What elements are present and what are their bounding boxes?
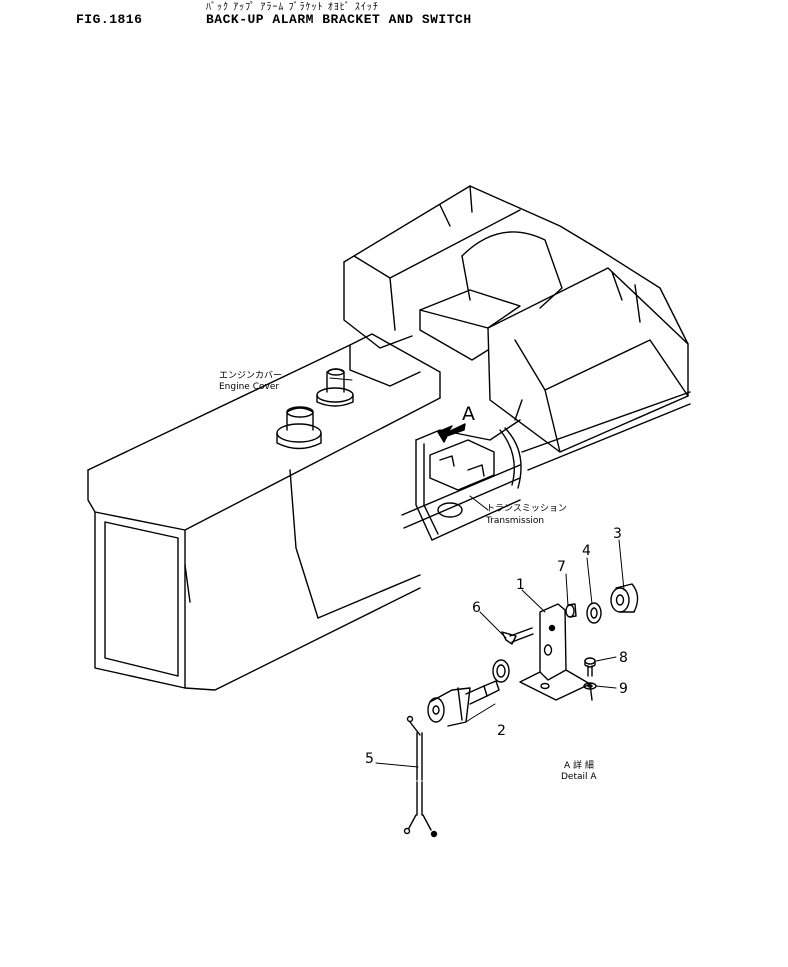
figure-number: FIG.1816 xyxy=(76,12,143,27)
text-labels: エンジンカバー Engine Cover トランスミッション Transmiss… xyxy=(219,370,628,782)
transmission-label-jp: トランスミッション xyxy=(486,503,567,514)
part-4-washer xyxy=(586,602,602,624)
part-2-switch xyxy=(427,680,500,727)
detail-a-label-jp: A 詳 細 xyxy=(564,759,594,771)
engine-cover-drawing xyxy=(87,333,441,691)
part-8-bolt xyxy=(584,657,596,677)
part-number-8: 8 xyxy=(619,650,628,666)
view-a-label: A xyxy=(462,403,475,425)
detail-a-label-en: Detail A xyxy=(561,772,597,782)
title-english: BACK-UP ALARM BRACKET AND SWITCH xyxy=(206,12,472,27)
part-number-9: 9 xyxy=(619,681,628,697)
title-japanese: ﾊﾞｯｸ ｱｯﾌﾟ ｱﾗｰﾑ ﾌﾞﾗｹｯﾄ ｵﾖﾋﾞ ｽｲｯﾁ xyxy=(206,2,379,13)
engine-cover-label-jp: エンジンカバー xyxy=(219,370,282,381)
part-1-bracket xyxy=(519,603,593,701)
part-6-bolt xyxy=(501,627,534,645)
part-number-6: 6 xyxy=(472,600,481,616)
transmission-label-en: Transmission xyxy=(485,516,544,526)
part-number-4: 4 xyxy=(582,543,591,559)
part-number-7: 7 xyxy=(557,559,566,575)
part-number-1: 1 xyxy=(516,577,525,593)
part-number-5: 5 xyxy=(365,751,374,767)
switch-washer xyxy=(492,659,510,683)
transmission-drawing xyxy=(401,399,523,541)
cab-assembly-drawing xyxy=(343,185,691,471)
part-7-nut xyxy=(565,603,577,618)
leader-lines xyxy=(329,377,625,768)
part-number-3: 3 xyxy=(613,526,622,542)
engine-cover-label-en: Engine Cover xyxy=(219,382,279,392)
part-number-2: 2 xyxy=(497,723,506,739)
part-3-nut xyxy=(610,583,639,613)
part-5-wire xyxy=(403,715,438,838)
